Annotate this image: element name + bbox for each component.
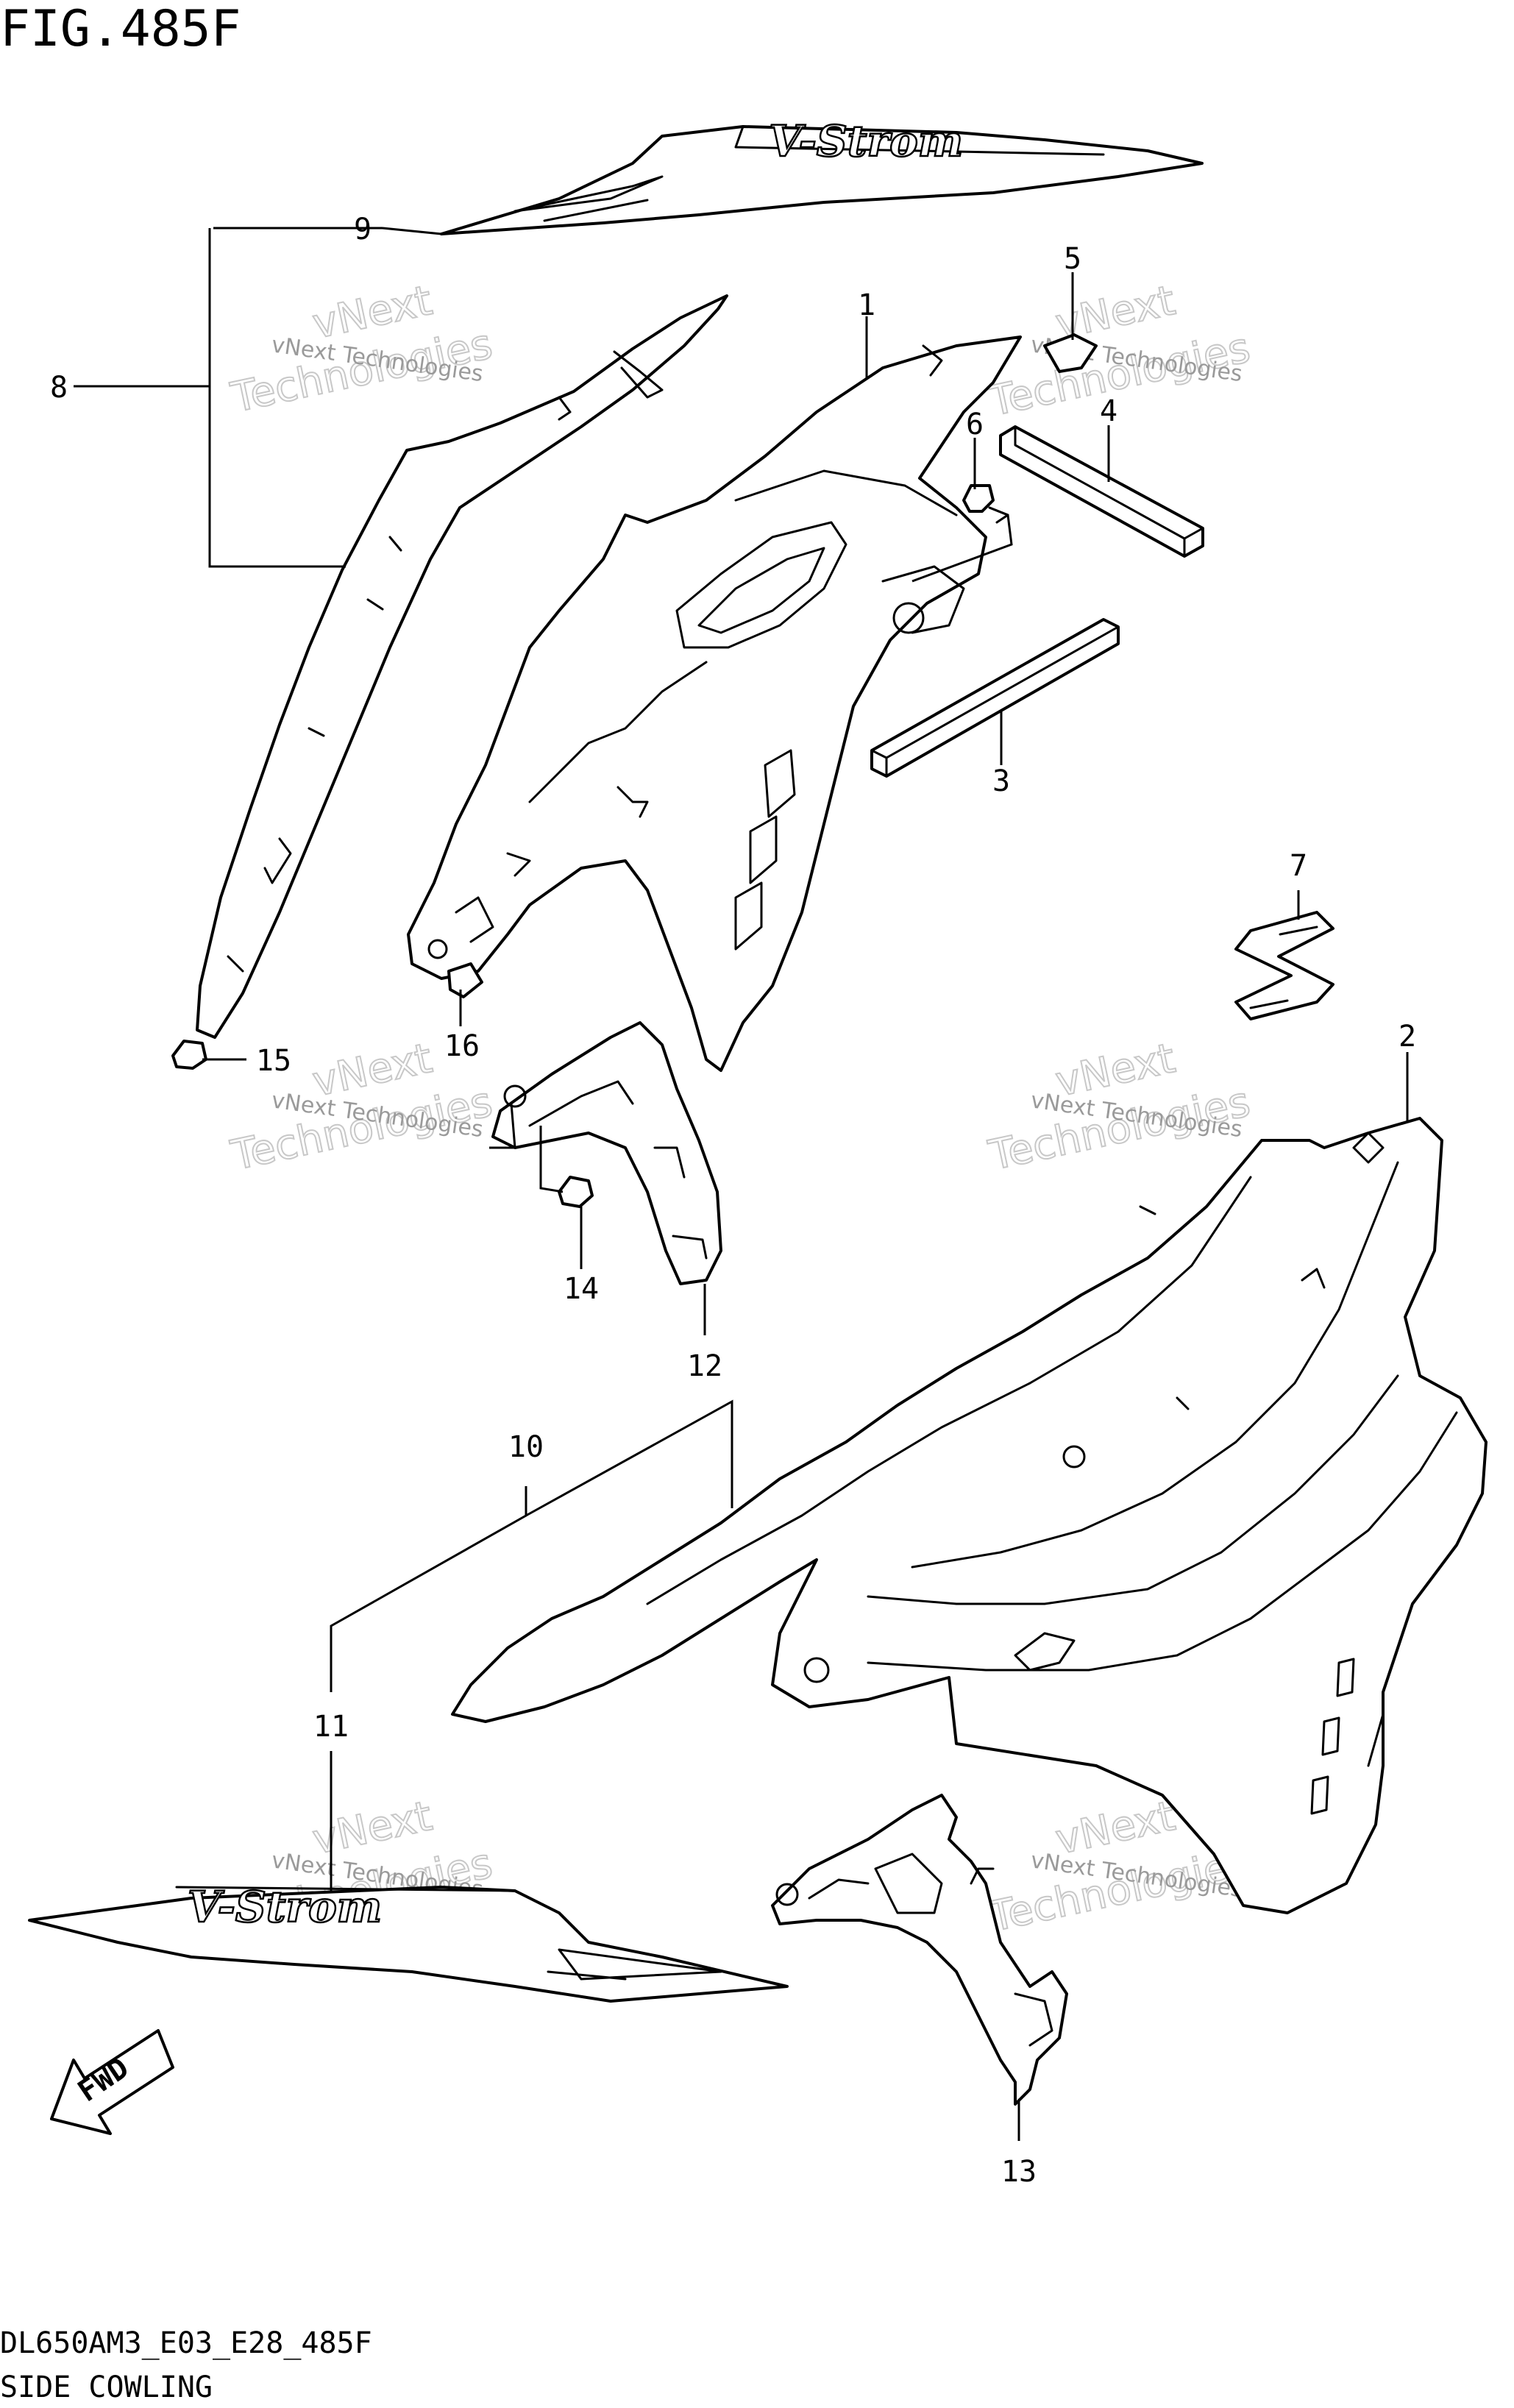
callout-6: 6 bbox=[966, 408, 984, 441]
part-15-screw bbox=[171, 1040, 207, 1070]
part-7-emblem bbox=[1234, 911, 1334, 1020]
callout-2: 2 bbox=[1399, 1020, 1416, 1054]
part-4-cushion-strip bbox=[999, 425, 1204, 558]
part-2-lower-side-cowling bbox=[451, 1117, 1488, 1914]
callout-9: 9 bbox=[354, 213, 372, 246]
figure-title: FIG.485F bbox=[0, 0, 241, 58]
callout-3: 3 bbox=[992, 764, 1010, 798]
callout-15: 15 bbox=[256, 1044, 291, 1078]
callout-4: 4 bbox=[1100, 394, 1117, 428]
part-8-upper-cowl-trim bbox=[196, 294, 728, 1039]
watermark-top-left: vNext Technologies vNext Technologies bbox=[226, 276, 497, 423]
part-5-clip bbox=[1043, 333, 1098, 373]
diagram-caption: SIDE COWLING bbox=[0, 2370, 213, 2404]
callout-11: 11 bbox=[313, 1710, 349, 1744]
leader-lines bbox=[74, 227, 1409, 2141]
watermark-top-right: vNext Technologies vNext Technologies bbox=[984, 276, 1254, 427]
diagram-code: DL650AM3_E03_E28_485F bbox=[0, 2326, 372, 2360]
part-9-upper-decal: V-Strom bbox=[440, 116, 1204, 235]
callout-10: 10 bbox=[508, 1430, 544, 1464]
lower-decal-brand: V-Strom bbox=[188, 1882, 382, 1932]
part-16-nut bbox=[447, 962, 483, 998]
part-6-grommet bbox=[962, 484, 1009, 524]
part-11-lower-decal: V-Strom bbox=[28, 1881, 789, 2003]
callout-1: 1 bbox=[858, 288, 875, 322]
callout-14: 14 bbox=[564, 1272, 599, 1306]
callout-8: 8 bbox=[50, 371, 68, 405]
callout-13: 13 bbox=[1001, 2155, 1037, 2189]
callout-5: 5 bbox=[1064, 242, 1081, 276]
callout-16: 16 bbox=[444, 1029, 480, 1063]
callout-labels: 1 2 3 4 5 6 7 8 9 10 11 12 13 14 15 16 bbox=[50, 213, 1416, 2189]
upper-decal-brand: V-Strom bbox=[769, 116, 963, 166]
part-3-cushion-strip bbox=[870, 618, 1120, 778]
part-12-bracket bbox=[491, 1021, 722, 1285]
svg-text:vNext: vNext bbox=[308, 1792, 436, 1864]
part-14-screw bbox=[558, 1176, 594, 1208]
callout-12: 12 bbox=[687, 1349, 722, 1383]
callout-7: 7 bbox=[1290, 849, 1307, 883]
part-13-lower-bracket bbox=[771, 1794, 1068, 2106]
fwd-arrow: FWD bbox=[50, 2029, 174, 2135]
part-1-side-cowling bbox=[407, 335, 1022, 1072]
watermark-mid-right: vNext Technologies vNext Technologies bbox=[984, 1034, 1254, 1181]
